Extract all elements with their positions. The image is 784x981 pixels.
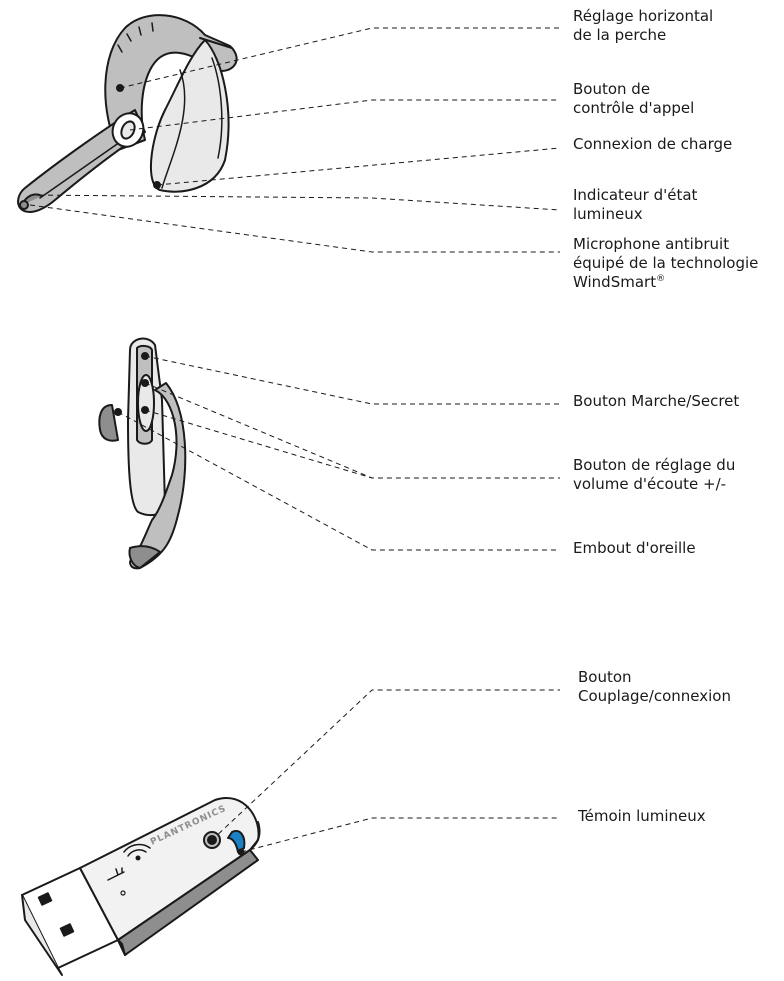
label-text: WindSmart (573, 273, 657, 291)
label-charge-connector: Connexion de charge (573, 135, 732, 154)
label-line: Réglage horizontal (573, 7, 714, 25)
label-line: Bouton (578, 668, 632, 686)
leader-volume-a (144, 382, 560, 479)
label-line: WindSmart® (573, 273, 758, 292)
label-line: Microphone antibruit (573, 235, 730, 253)
label-pair-button: Bouton Couplage/connexion (578, 668, 731, 706)
label-line: Couplage/connexion (578, 687, 731, 705)
leader-power-mute (144, 355, 560, 405)
label-line: Embout d'oreille (573, 539, 696, 557)
label-microphone: Microphone antibruit équipé de la techno… (573, 235, 758, 292)
leader-pair-button (211, 689, 560, 841)
leader-volume-b (144, 409, 373, 479)
label-line: Témoin lumineux (578, 807, 706, 825)
label-line: contrôle d'appel (573, 99, 695, 117)
label-line: Bouton de réglage du (573, 456, 736, 474)
leader-ear-tip (117, 411, 560, 551)
label-line: lumineux (573, 205, 643, 223)
leader-charge-connector (156, 147, 561, 186)
label-line: Indicateur d'état (573, 186, 698, 204)
label-line: de la perche (573, 26, 667, 44)
label-line: volume d'écoute +/- (573, 475, 727, 493)
leader-indicator (240, 817, 560, 853)
leader-lines (29, 27, 561, 853)
label-indicator: Témoin lumineux (578, 807, 706, 826)
headset-front-illustration (98, 337, 187, 570)
label-boom-adjust: Réglage horizontal de la perche (573, 7, 713, 45)
leader-status-light (29, 194, 561, 211)
label-line: Bouton Marche/Secret (573, 392, 740, 410)
label-power-mute: Bouton Marche/Secret (573, 392, 739, 411)
label-volume: Bouton de réglage du volume d'écoute +/- (573, 456, 735, 494)
label-line: équipé de la technologie (573, 254, 759, 272)
label-call-button: Bouton de contrôle d'appel (573, 80, 694, 118)
registered-mark: ® (656, 274, 666, 284)
label-ear-tip: Embout d'oreille (573, 539, 696, 558)
label-line: Bouton de (573, 80, 651, 98)
label-status-light: Indicateur d'état lumineux (573, 186, 697, 224)
leader-call-button (129, 99, 560, 131)
leader-microphone (29, 204, 560, 253)
headset-side-illustration (17, 14, 238, 213)
usb-adapter-illustration (21, 797, 261, 976)
label-line: Connexion de charge (573, 135, 733, 153)
